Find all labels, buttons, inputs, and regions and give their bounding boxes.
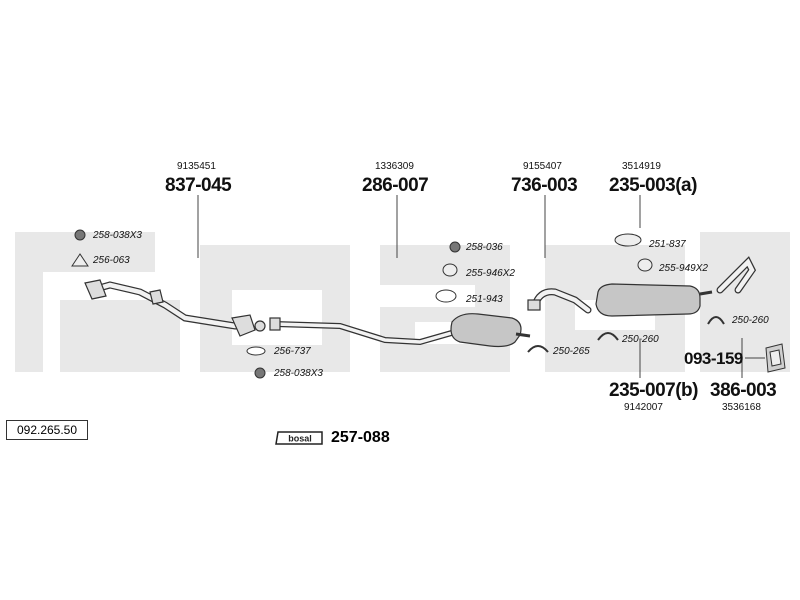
accessory-label-a6: 255-946X2	[466, 268, 515, 279]
bosal-logo: bosal	[275, 431, 323, 445]
accessory-label-a11: 250-260	[622, 334, 659, 345]
accessory-label-a4: 258-038X3	[274, 368, 323, 379]
gasket-icon-a7	[435, 289, 457, 303]
part-number-p5: 235-007(b)	[609, 380, 699, 401]
accessory-label-a2: 256-063	[93, 255, 130, 266]
intermediate-pipe-part	[527, 288, 592, 314]
part-number-p3: 736-003	[511, 175, 578, 196]
part-oem-p2: 1336309	[375, 161, 414, 172]
clamp-icon-a6	[442, 263, 458, 277]
part-oem-p3: 9155407	[523, 161, 562, 172]
part-number-p1: 837-045	[165, 175, 232, 196]
watermark-b-bowl	[60, 300, 180, 372]
part-number-p6: 386-003	[710, 380, 777, 401]
part-oem-p4: 3514919	[622, 161, 661, 172]
part-oem-p5: 9142007	[624, 402, 663, 413]
clamp-icon-a11	[597, 332, 619, 341]
watermark-s	[380, 245, 510, 372]
clamp-icon-a12	[707, 316, 725, 325]
accessory-label-a9: 251-837	[649, 239, 686, 250]
svg-text:bosal: bosal	[288, 434, 312, 444]
part-oem-p6: 3536168	[722, 402, 761, 413]
nut-icon-a5	[449, 241, 461, 253]
watermark-s-gap1	[380, 285, 475, 307]
gasket-icon-a2	[71, 253, 89, 267]
accessory-label-a10: 255-949X2	[659, 263, 708, 274]
part-number-p4: 235-003(a)	[609, 175, 697, 196]
part-oem-p1: 9135451	[177, 161, 216, 172]
ring-icon-a3	[246, 346, 266, 356]
clamp-icon-a10	[637, 258, 653, 272]
accessory-label-a7: 251-943	[466, 294, 503, 305]
clamp-icon-a8	[527, 345, 549, 353]
accessory-label-a5: 258-036	[466, 242, 503, 253]
gasket-icon-a9	[614, 233, 642, 247]
tail-pipe-part	[716, 256, 757, 294]
rear-silencer-part	[595, 283, 713, 317]
part-number-p2: 286-007	[362, 175, 429, 196]
accessory-label-a3: 256-737	[274, 346, 311, 357]
front-pipe-part	[84, 279, 266, 337]
kit-number: 257-088	[331, 429, 390, 446]
heat-shield-part	[765, 343, 786, 373]
nut-icon-a4	[254, 367, 266, 379]
part-number-p7: 093-159	[684, 349, 743, 368]
accessory-label-a1: 258-038X3	[93, 230, 142, 241]
middle-silencer-part	[269, 313, 531, 348]
accessory-label-a8: 250-265	[553, 346, 590, 357]
watermark-l	[700, 232, 760, 372]
nut-icon-a1	[74, 229, 86, 241]
reference-number-box: 092.265.50	[6, 420, 88, 440]
accessory-label-a12: 250-260	[732, 315, 769, 326]
